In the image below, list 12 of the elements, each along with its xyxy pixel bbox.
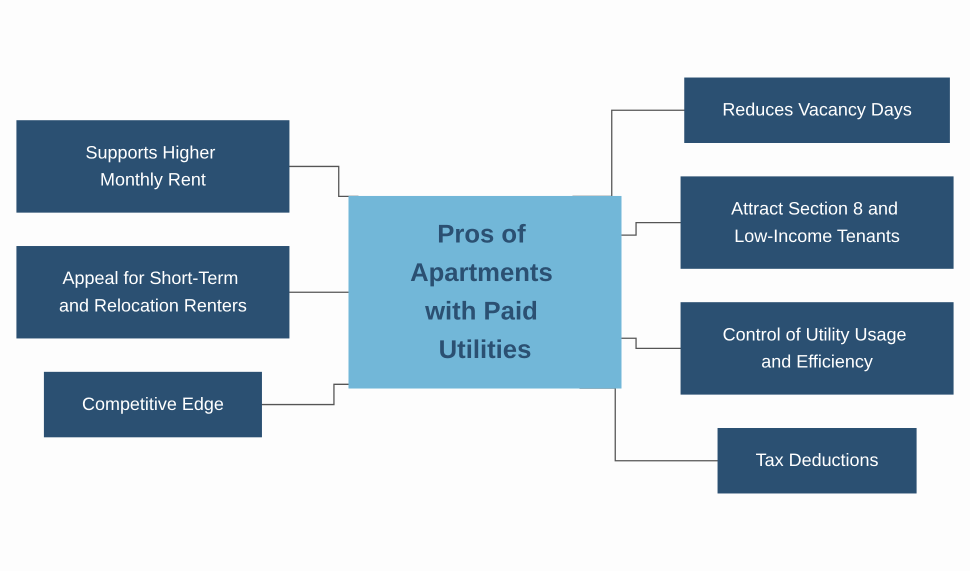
node-box: Attract Section 8 and Low-Income Tenants — [680, 176, 954, 269]
connector — [621, 338, 681, 350]
node-box: Appeal for Short-Term and Relocation Renters — [16, 246, 290, 338]
connector — [289, 292, 349, 293]
node-box: Control of Utility Usage and Efficiency — [680, 302, 954, 395]
node-box: Tax Deductions — [718, 428, 917, 494]
connector — [262, 384, 349, 406]
node-box: Competitive Edge — [44, 372, 262, 438]
node-box: Supports Higher Monthly Rent — [16, 120, 290, 213]
node-box: Pros of Apartments with Paid Utilities — [348, 196, 622, 389]
node-box: Reduces Vacancy Days — [684, 78, 950, 143]
connector — [621, 222, 681, 236]
